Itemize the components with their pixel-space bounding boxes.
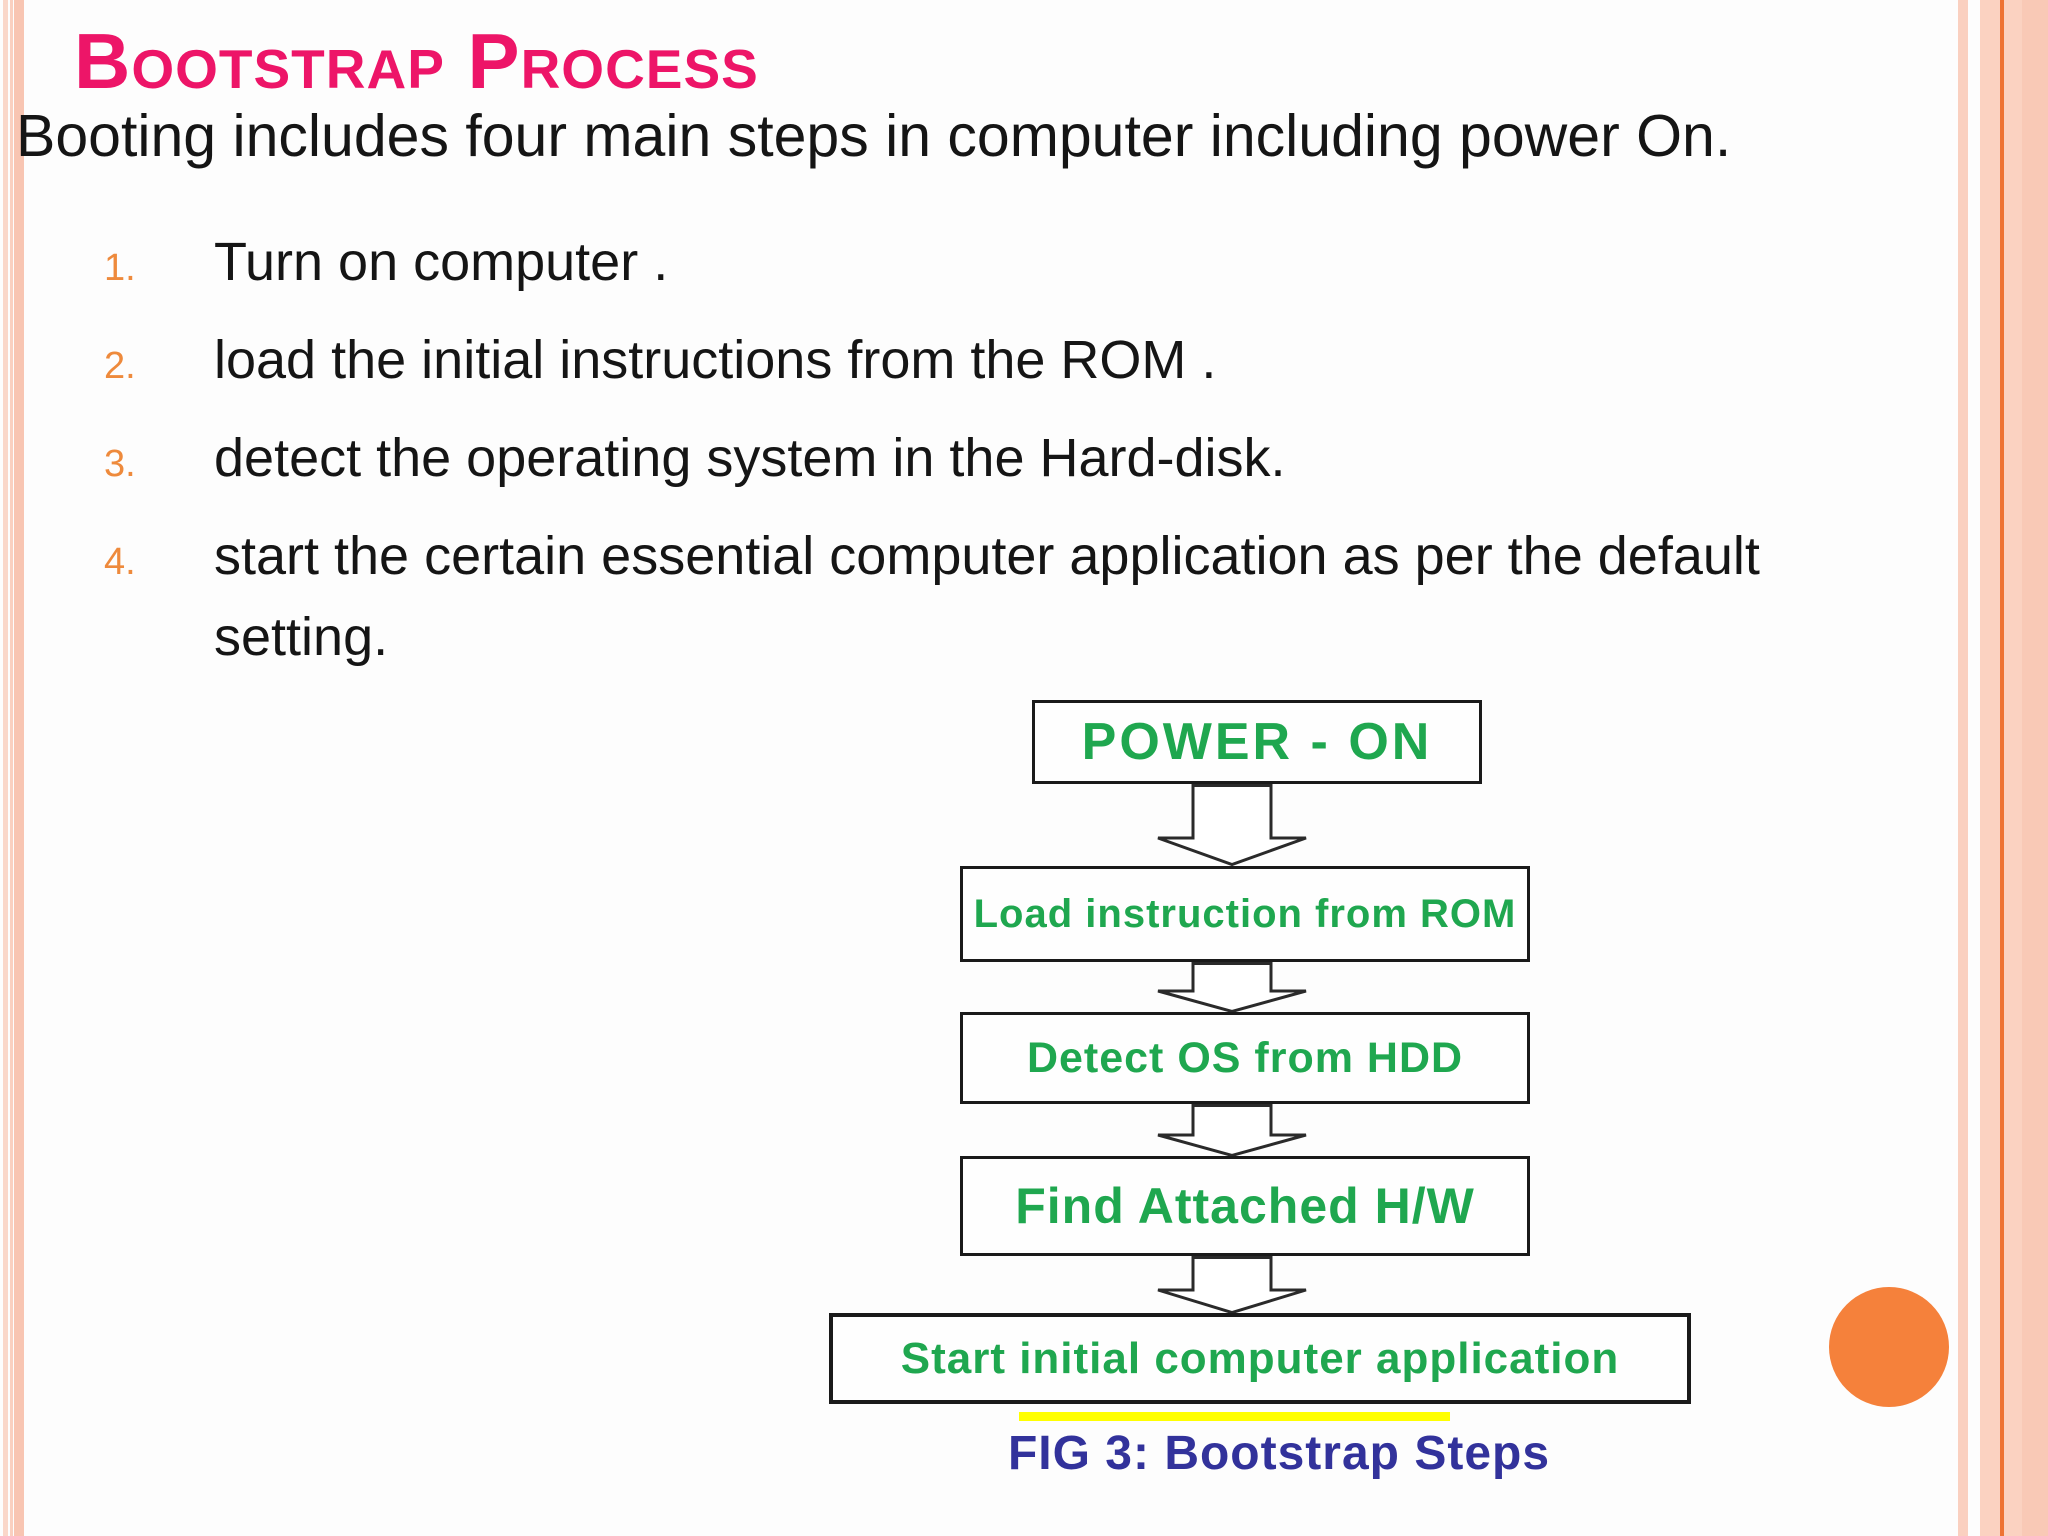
list-item-text: load the initial instructions from the R… xyxy=(214,330,1217,390)
flowchart-step-detect-os: Detect OS from HDD xyxy=(960,1012,1530,1104)
caption-underline xyxy=(1019,1412,1450,1421)
slide-title: Bootstrap Process xyxy=(74,17,759,105)
figure-caption: FIG 3: Bootstrap Steps xyxy=(1007,1427,1551,1480)
block-arrow-down-icon xyxy=(1157,784,1307,867)
block-arrow-down-icon xyxy=(1157,1256,1307,1315)
orange-dot-decoration xyxy=(1829,1287,1949,1407)
right-border-stripe-thin xyxy=(1958,0,1968,1536)
steps-list: 1. Turn on computer . 2. load the initia… xyxy=(104,222,1904,695)
list-number: 1. xyxy=(104,247,136,289)
flowchart-step-find-hw: Find Attached H/W xyxy=(960,1156,1530,1256)
list-number: 2. xyxy=(104,345,136,387)
list-number: 4. xyxy=(104,541,136,583)
list-item-text: Turn on computer . xyxy=(214,232,669,292)
list-item: 4. start the certain essential computer … xyxy=(104,516,1904,678)
flowchart-step-start-apps: Start initial computer application xyxy=(829,1313,1691,1404)
block-arrow-down-icon xyxy=(1157,962,1307,1014)
intro-text: Booting includes four main steps in comp… xyxy=(16,103,1732,169)
left-border-stripe-inner-wide xyxy=(14,0,24,1536)
flowchart-step-power-on: POWER - ON xyxy=(1032,700,1482,784)
list-item: 3. detect the operating system in the Ha… xyxy=(104,418,1904,499)
list-item: 1. Turn on computer . xyxy=(104,222,1904,303)
list-item: 2. load the initial instructions from th… xyxy=(104,320,1904,401)
right-border-band-edge xyxy=(2022,0,2048,1536)
right-border-accent-line xyxy=(2000,0,2004,1536)
list-item-text: detect the operating system in the Hard-… xyxy=(214,428,1286,488)
left-border-stripe-inner-thin xyxy=(10,0,13,1536)
flowchart-step-load-rom: Load instruction from ROM xyxy=(960,866,1530,962)
block-arrow-down-icon xyxy=(1157,1104,1307,1158)
left-border-stripe-outer xyxy=(3,0,8,1536)
list-item-text: start the certain essential computer app… xyxy=(214,526,1760,667)
list-number: 3. xyxy=(104,443,136,485)
